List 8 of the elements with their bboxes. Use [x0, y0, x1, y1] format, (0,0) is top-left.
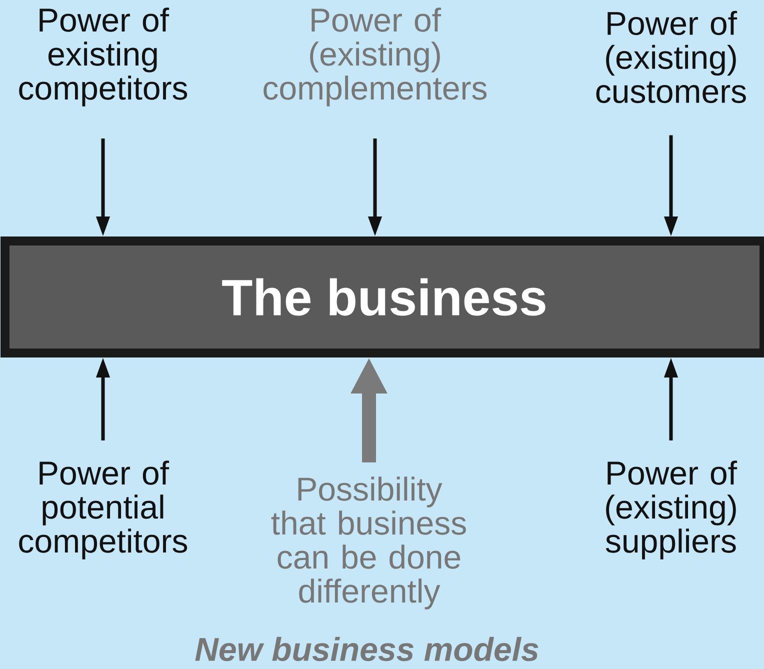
force-label: Power of (existing) customers: [596, 10, 746, 104]
business-box: The business: [0, 236, 764, 358]
force-label: Possibility that business can be done differently: [271, 476, 466, 610]
force-label: Power of existing competitors: [19, 8, 188, 106]
force-label: Power of potential competitors: [19, 460, 188, 560]
force-label: Power of (existing) complementers: [264, 8, 487, 106]
footer-label: New business models: [195, 636, 538, 662]
force-label: Power of (existing) suppliers: [606, 460, 738, 560]
